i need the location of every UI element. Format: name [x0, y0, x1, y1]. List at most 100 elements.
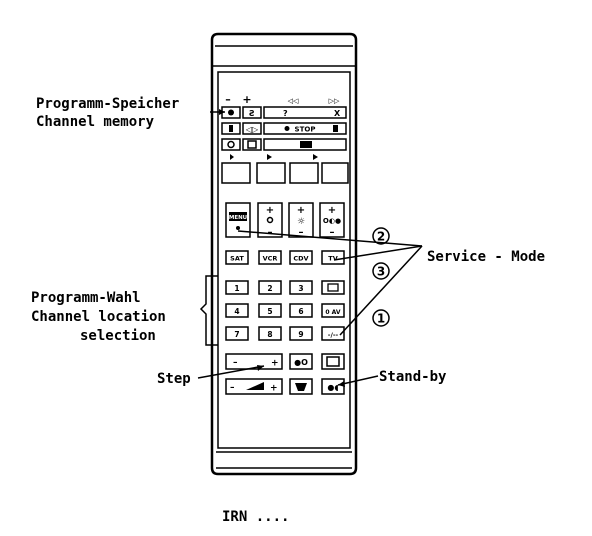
- function-button-4[interactable]: [321, 162, 349, 184]
- menu-label-bg: [229, 212, 247, 221]
- model-number-label: IRN ....: [222, 509, 289, 525]
- digit-7-button[interactable]: [225, 326, 249, 341]
- tv-label: TV: [328, 255, 337, 263]
- label-rewind: ◁◁: [288, 97, 299, 105]
- digit-5-button[interactable]: [258, 303, 282, 318]
- vcr-label: VCR: [263, 255, 278, 263]
- av-button[interactable]: [321, 303, 345, 318]
- rewind-ff-button[interactable]: [263, 106, 347, 119]
- stop-label: STOP: [295, 126, 316, 134]
- digit-5-label: 5: [267, 307, 272, 316]
- digit-8-button[interactable]: [258, 326, 282, 341]
- label-fast-forward: ▷▷: [329, 97, 340, 105]
- channel-selection-brace: [199, 275, 218, 346]
- dash-button[interactable]: [321, 326, 345, 341]
- digit-4-button[interactable]: [225, 303, 249, 318]
- service-leader-tv: [333, 245, 423, 261]
- glyph-program: Ƨ: [249, 109, 255, 118]
- channel-selection-label-en-1: Channel location: [31, 309, 166, 325]
- vol-slider-minus: –: [230, 383, 235, 393]
- marker-2-label: 2: [377, 230, 385, 244]
- marker-2: 2: [372, 227, 390, 245]
- marker-3-label: 3: [377, 265, 385, 279]
- contrast-key[interactable]: [319, 202, 345, 238]
- volume-icon: [266, 216, 274, 224]
- service-leader-menu: [237, 230, 423, 247]
- step-leader: [197, 365, 265, 379]
- slow-icon: [230, 154, 234, 160]
- vcr-button[interactable]: [258, 250, 282, 265]
- digit-4-label: 4: [234, 307, 239, 316]
- skip-button[interactable]: [242, 122, 262, 135]
- sat-button[interactable]: [225, 250, 249, 265]
- digit-1-label: 1: [234, 284, 239, 293]
- standby-icon: ●◖: [327, 383, 338, 392]
- glyph-ff: X: [334, 109, 341, 118]
- step-minus: –: [233, 358, 238, 368]
- function-button-2[interactable]: [256, 162, 286, 184]
- vol-plus: +: [266, 205, 274, 216]
- stop-square-icon: [333, 125, 338, 132]
- record-icon: [228, 109, 234, 116]
- stop-dot-icon: [284, 126, 290, 131]
- digit-6-label: 6: [298, 307, 303, 316]
- brightness-icon: ☼: [297, 217, 305, 227]
- index-button[interactable]: [242, 138, 262, 151]
- digit-7-label: 7: [234, 330, 239, 339]
- digit-1-button[interactable]: [225, 280, 249, 295]
- arrow-heads: [219, 109, 345, 387]
- function-button-1[interactable]: [221, 162, 251, 184]
- av-label: 0 AV: [325, 309, 341, 316]
- screen-button[interactable]: [321, 280, 345, 295]
- digit-9-label: 9: [298, 330, 303, 339]
- stop-button[interactable]: [263, 122, 347, 135]
- standby-leader: [337, 375, 379, 386]
- tv-button[interactable]: [321, 250, 345, 265]
- sat-label: SAT: [230, 255, 244, 263]
- pause-icon: [229, 125, 233, 132]
- digit-9-button[interactable]: [289, 326, 313, 341]
- label-plus: +: [242, 93, 251, 106]
- index-icon: [247, 140, 257, 149]
- volume-key[interactable]: [257, 202, 283, 238]
- digit-2-button[interactable]: [258, 280, 282, 295]
- channel-memory-label-en: Channel memory: [36, 114, 155, 130]
- play-icon: [313, 154, 318, 160]
- timer-button[interactable]: [221, 138, 241, 151]
- remote-body: [210, 32, 358, 476]
- contrast-icon: O◐●: [323, 217, 341, 225]
- cdv-label: CDV: [293, 255, 308, 263]
- digit-6-button[interactable]: [289, 303, 313, 318]
- digit-3-button[interactable]: [289, 280, 313, 295]
- service-mode-label: Service - Mode: [427, 249, 545, 265]
- function-button-3[interactable]: [289, 162, 319, 184]
- service-leader-dash: [339, 245, 423, 336]
- mute-icon: [295, 383, 307, 391]
- cdv-button[interactable]: [289, 250, 313, 265]
- label-minus: –: [225, 93, 231, 106]
- digit-8-label: 8: [267, 330, 272, 339]
- skip-icon: ◁▷: [245, 125, 259, 134]
- bright-minus: –: [299, 227, 304, 238]
- menu-dot-icon: [236, 226, 240, 230]
- marker-1-label: 1: [377, 312, 385, 326]
- digit-3-label: 3: [298, 284, 303, 293]
- eject-icon: [300, 141, 312, 148]
- channel-selection-label-de: Programm-Wahl: [31, 290, 141, 306]
- brightness-key[interactable]: [288, 202, 314, 238]
- marker-3: 3: [372, 262, 390, 280]
- teletext-icon: [326, 356, 340, 367]
- digit-2-label: 2: [267, 284, 272, 293]
- step-button[interactable]: [225, 353, 283, 370]
- play-small-icon: [267, 154, 272, 160]
- standby-label: Stand-by: [379, 369, 447, 385]
- dash-label: -/--: [328, 331, 339, 339]
- channel-memory-label-de: Programm-Speicher: [36, 96, 179, 112]
- menu-label: MENU: [229, 215, 247, 221]
- picture-in-picture-button[interactable]: [289, 353, 313, 370]
- program-up-button[interactable]: [242, 106, 262, 119]
- vol-minus: –: [268, 227, 273, 238]
- step-label: Step: [157, 371, 191, 387]
- leader-lines: [197, 111, 423, 386]
